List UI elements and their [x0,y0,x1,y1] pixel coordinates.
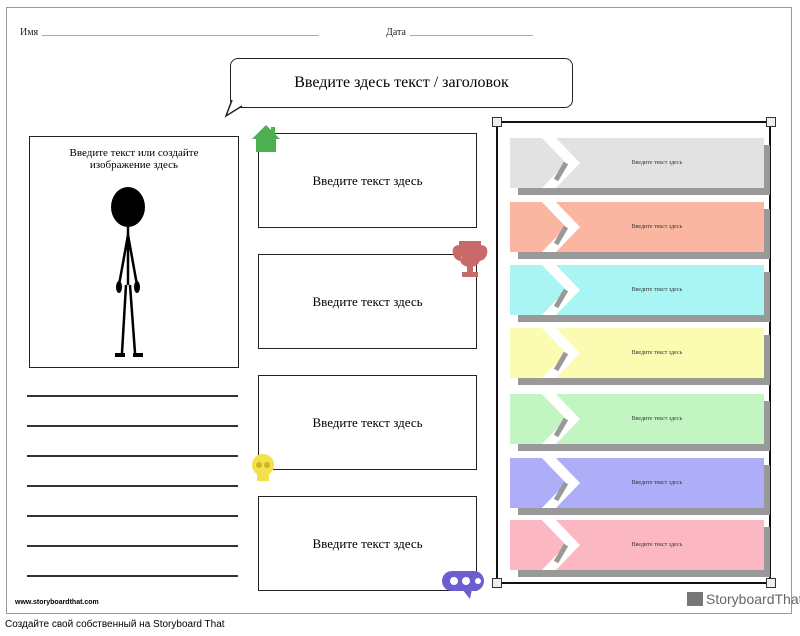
worksheet-frame [6,7,792,614]
arrow-row[interactable]: Введите текст здесь [510,394,770,451]
text-box-text: Введите текст здесь [312,535,423,551]
chevron-icon [541,328,580,378]
text-box-text: Введите текст здесь [312,293,423,309]
trophy-icon [452,241,488,277]
writing-line[interactable] [27,485,238,487]
resize-handle[interactable] [492,117,502,127]
text-box-text: Введите текст здесь [312,172,423,188]
chevron-icon [541,265,580,315]
picture-box-text: Введите текст или создайте изображение з… [69,147,199,171]
resize-handle[interactable] [766,578,776,588]
title-text: Введите здесь текст / заголовок [294,74,509,91]
date-line[interactable] [410,35,533,36]
row-text: Введите текст здесь [631,160,683,166]
skull-icon [252,454,274,481]
row-text: Введите текст здесь [631,287,683,293]
arrow-row[interactable]: Введите текст здесь [510,458,770,515]
text-box-3[interactable]: Введите текст здесь [258,375,477,470]
title-speech-bubble[interactable]: Введите здесь текст / заголовок [230,58,573,108]
arrow-row[interactable]: Введите текст здесь [510,138,770,195]
logo-text: StoryboardThat [706,591,800,607]
writing-line[interactable] [27,515,238,517]
text-box-4[interactable]: Введите текст здесь [258,496,477,591]
chevron-icon [541,202,580,252]
arrow-list-frame [496,121,771,584]
chevron-icon [541,394,580,444]
storyboardthat-logo: StoryboardThat [687,591,800,607]
arrow-row[interactable]: Введите текст здесь [510,265,770,322]
row-text: Введите текст здесь [631,350,683,356]
writing-line[interactable] [27,545,238,547]
caption[interactable]: Создайте свой собственный на Storyboard … [5,619,225,630]
house-icon [252,125,280,152]
writing-line[interactable] [27,425,238,427]
website-url: www.storyboardthat.com [15,599,99,606]
text-box-text: Введите текст здесь [312,414,423,430]
date-label: Дата [386,27,406,38]
writing-line[interactable] [27,575,238,577]
arrow-row[interactable]: Введите текст здесь [510,328,770,385]
stick-figure [111,187,145,357]
speech-bubble-tail [224,100,243,118]
writing-line[interactable] [27,455,238,457]
writing-line[interactable] [27,395,238,397]
chevron-icon [541,520,580,570]
arrow-row[interactable]: Введите текст здесь [510,520,770,577]
logo-icon [687,592,703,606]
resize-handle[interactable] [492,578,502,588]
chevron-icon [541,458,580,508]
resize-handle[interactable] [766,117,776,127]
row-text: Введите текст здесь [631,224,683,230]
arrow-row[interactable]: Введите текст здесь [510,202,770,259]
row-text: Введите текст здесь [631,542,683,548]
chevron-icon [541,138,580,188]
name-line[interactable] [42,35,319,36]
text-box-2[interactable]: Введите текст здесь [258,254,477,349]
row-text: Введите текст здесь [631,416,683,422]
row-text: Введите текст здесь [631,480,683,486]
name-label: Имя [20,27,39,38]
chat-bubble-icon [442,571,484,599]
text-box-1[interactable]: Введите текст здесь [258,133,477,228]
